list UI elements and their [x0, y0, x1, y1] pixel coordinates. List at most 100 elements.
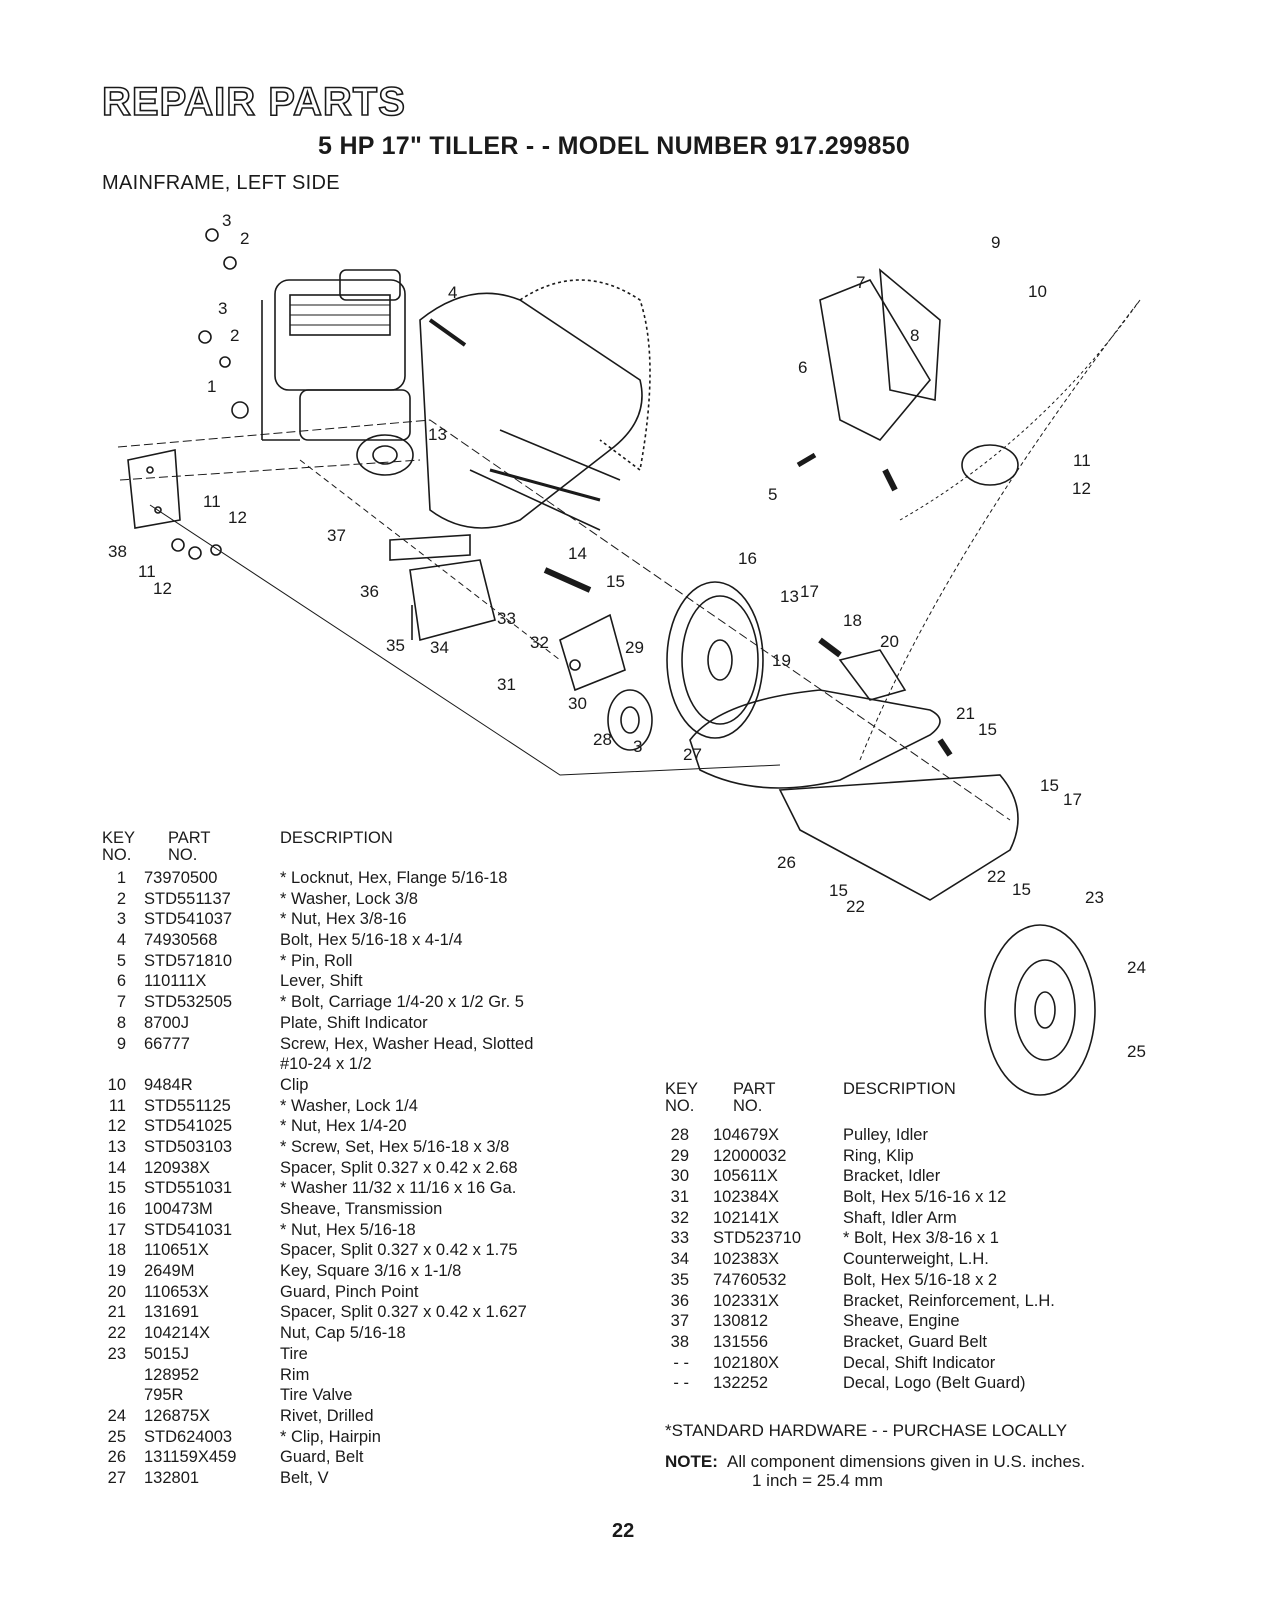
part-number: 132801 — [144, 1468, 200, 1487]
callout-label: 18 — [843, 611, 862, 630]
model-subtitle: 5 HP 17" TILLER - - MODEL NUMBER 917.299… — [318, 132, 911, 160]
callout-label: 4 — [448, 283, 457, 302]
part-description: Bolt, Hex 5/16-16 x 12 — [843, 1188, 1007, 1207]
part-number: 131159X459 — [144, 1448, 237, 1467]
part-number: 110653X — [144, 1282, 209, 1301]
callout-label: 15 — [606, 572, 625, 591]
part-key-number: 28 — [670, 1126, 689, 1144]
part-key-number: 13 — [107, 1137, 126, 1156]
col-part-header: PART — [168, 829, 211, 847]
part-number: 795R — [144, 1386, 184, 1405]
col-key-header: NO. — [102, 846, 132, 864]
part-number: 120938X — [144, 1158, 211, 1177]
part-description: Bracket, Idler — [843, 1167, 941, 1186]
callout-label: 38 — [108, 542, 127, 561]
part-number: 130812 — [713, 1312, 769, 1331]
callout-label: 15 — [1012, 880, 1031, 899]
col-part-header: NO. — [168, 846, 198, 864]
part-key-number: 4 — [116, 931, 126, 950]
table-row: 36 102331X Bracket, Reinforcement, L.H. — [665, 1291, 1225, 1312]
callout-label: 36 — [360, 582, 379, 601]
part-number: STD551137 — [144, 889, 231, 908]
part-description: Pulley, Idler — [843, 1126, 928, 1144]
part-number: 126875X — [144, 1406, 211, 1425]
callout-label: 6 — [798, 358, 807, 377]
callout-label: 22 — [846, 897, 865, 916]
part-number: STD551125 — [144, 1096, 231, 1115]
part-number: 110111X — [144, 972, 207, 991]
part-key-number: 11 — [108, 1096, 126, 1115]
part-description: * Bolt, Hex 3/8-16 x 1 — [843, 1229, 999, 1248]
callout-label: 3 — [218, 299, 227, 318]
part-key-number: 24 — [107, 1406, 126, 1425]
callout-label: 2 — [240, 229, 249, 248]
part-key-number: 3 — [116, 910, 126, 929]
callout-label: 23 — [1085, 888, 1104, 907]
page-title: REPAIR PARTS — [101, 79, 406, 125]
part-number: 66777 — [144, 1034, 190, 1053]
part-number: 5015J — [144, 1344, 189, 1363]
col-part-header: PART — [733, 1080, 776, 1098]
part-key-number: 26 — [107, 1448, 126, 1467]
part-description: Spacer, Split 0.327 x 0.42 x 1.627 — [280, 1303, 527, 1322]
part-description: Rim — [280, 1365, 310, 1384]
callout-label: 9 — [991, 233, 1000, 252]
callout-label: 21 — [956, 704, 975, 723]
part-number: 104679X — [713, 1126, 780, 1144]
part-key-number: 7 — [116, 993, 126, 1012]
callout-label: 10 — [1028, 282, 1047, 301]
part-number: STD523710 — [713, 1229, 802, 1248]
parts-table-right: KEY PART DESCRIPTION NO. NO. 28 104679X Pu… — [665, 1079, 1225, 1394]
callout-label: 31 — [497, 675, 516, 694]
part-number: 102331X — [713, 1291, 780, 1310]
part-description: Belt, V — [280, 1468, 329, 1487]
part-number: STD541037 — [144, 910, 233, 929]
part-key-number: 36 — [670, 1291, 689, 1310]
part-key-number: 37 — [670, 1312, 689, 1331]
part-key-number: 5 — [116, 951, 126, 970]
part-description: * Nut, Hex 5/16-18 — [280, 1220, 416, 1239]
part-description: * Washer, Lock 1/4 — [280, 1096, 418, 1115]
part-description: Sheave, Transmission — [280, 1200, 443, 1218]
part-key-number: 31 — [670, 1188, 689, 1207]
callout-label: 29 — [625, 638, 644, 657]
part-description: #10-24 x 1/2 — [280, 1055, 372, 1074]
part-key-number: 35 — [670, 1270, 689, 1289]
col-key-header: NO. — [665, 1097, 695, 1115]
part-description: Nut, Cap 5/16-18 — [280, 1324, 406, 1343]
callout-label: 33 — [497, 609, 516, 628]
part-key-number: 12 — [107, 1117, 126, 1136]
callout-label: 15 — [829, 881, 848, 900]
table-header-row: NO. NO. — [665, 1096, 1225, 1125]
table-header-row: KEY PART DESCRIPTION — [665, 1079, 1225, 1098]
part-number: 74930568 — [144, 931, 218, 950]
part-key-number: 1 — [116, 869, 126, 887]
part-key-number: 30 — [670, 1167, 689, 1186]
callout-label: 11 — [1073, 451, 1091, 470]
part-number: 2649M — [144, 1262, 195, 1281]
callout-label: 28 — [593, 730, 612, 749]
part-key-number: 32 — [670, 1208, 689, 1227]
part-key-number: 18 — [107, 1241, 126, 1260]
col-desc-header: DESCRIPTION — [843, 1080, 956, 1098]
frame-body-icon — [419, 292, 643, 529]
callout-label: 32 — [530, 633, 549, 652]
part-description: * Clip, Hairpin — [280, 1427, 381, 1446]
part-description: Bracket, Reinforcement, L.H. — [843, 1291, 1055, 1310]
